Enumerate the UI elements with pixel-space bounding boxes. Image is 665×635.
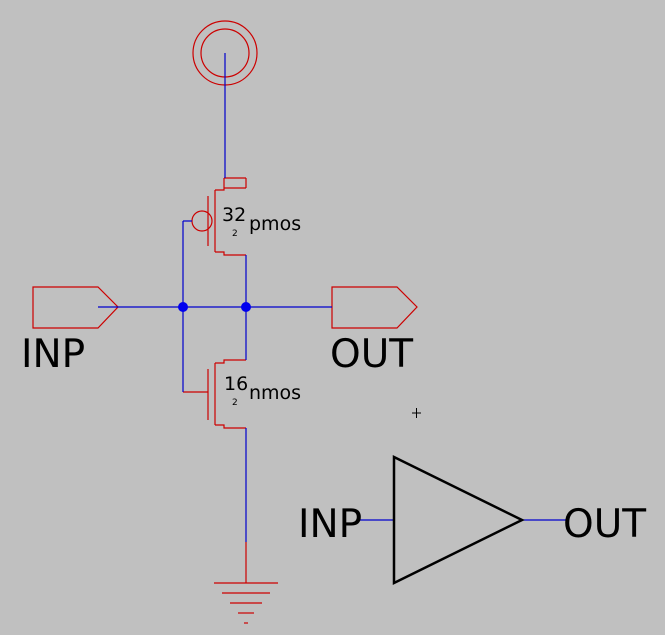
nmos-length-label: 2: [232, 398, 238, 408]
buffer-triangle-icon[interactable]: [392, 454, 525, 586]
pmos-length-label: 2: [232, 229, 238, 239]
ground-icon[interactable]: [214, 542, 278, 624]
output-pin-label: OUT: [330, 332, 413, 377]
input-pin-label: INP: [21, 332, 85, 377]
junction-dot-output[interactable]: [241, 302, 251, 312]
nmos-model-label: nmos: [249, 382, 301, 404]
output-port-flag[interactable]: [331, 286, 418, 329]
wires[interactable]: [98, 53, 568, 542]
pmos-model-label: pmos: [249, 213, 301, 235]
crosshair-icon: [412, 408, 421, 418]
input-port-flag[interactable]: [32, 286, 119, 329]
pmos-gate-bubble-icon: [191, 210, 213, 232]
symbol-input-label: INP: [298, 502, 362, 547]
symbol-output-label: OUT: [563, 502, 646, 547]
junction-dot-input[interactable]: [178, 302, 188, 312]
nmos-transistor[interactable]: [183, 359, 246, 429]
nmos-width-label: 16: [224, 373, 248, 395]
pmos-width-label: 32: [222, 204, 246, 226]
